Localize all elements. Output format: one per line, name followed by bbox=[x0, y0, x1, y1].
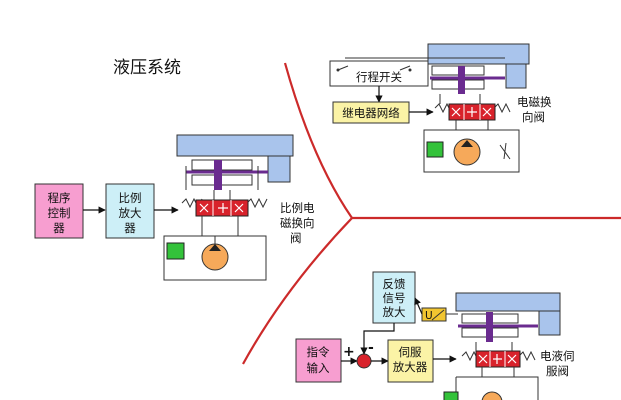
servo-amplifier-label-1: 伺服 bbox=[399, 345, 422, 359]
relay-valve-label-2: 向阀 bbox=[522, 110, 545, 124]
program-controller-box bbox=[34, 183, 84, 239]
proportional-system: 程序 控制 器 比例 放大 器 bbox=[34, 134, 315, 281]
relay-check-valve-icon bbox=[426, 141, 444, 158]
relay-valve-label-1: 电磁换 bbox=[517, 95, 552, 109]
command-input-box bbox=[295, 338, 342, 383]
servo-valve-icon bbox=[461, 350, 536, 368]
relay-cylinder-arm bbox=[505, 63, 527, 89]
servo-system: 反馈 信号 放大 U 指令 输入 + - 伺服 放大器 bbox=[295, 271, 575, 400]
servo-cylinder-body bbox=[455, 292, 561, 312]
servo-check-valve-icon bbox=[443, 391, 459, 400]
plus-sign: + bbox=[343, 344, 355, 360]
proportional-piston-rod bbox=[214, 160, 222, 190]
proportional-valve-label-2: 磁换向 bbox=[280, 216, 315, 230]
servo-pump-icon bbox=[481, 391, 503, 400]
sensor-to-feedback-arrow bbox=[414, 297, 423, 315]
proportional-valve-label-3: 阀 bbox=[290, 231, 302, 245]
program-controller-label-1: 程序 bbox=[48, 191, 71, 205]
relay-system: 行程开关 继电器网络 bbox=[329, 43, 552, 173]
command-input-label-2: 输入 bbox=[307, 361, 330, 375]
proportional-amplifier-box bbox=[105, 183, 155, 239]
proportional-amplifier-label-2: 放大 bbox=[119, 206, 142, 220]
diagram-title: 液压系统 bbox=[113, 58, 181, 78]
relay-cylinder-body bbox=[427, 43, 530, 65]
proportional-valve-label-1: 比例电 bbox=[280, 201, 315, 215]
limit-switch-box bbox=[329, 60, 429, 87]
feedback-amplifier-label-2: 信号 bbox=[383, 291, 406, 305]
servo-amplifier-box bbox=[387, 339, 434, 383]
servo-amplifier-label-2: 放大器 bbox=[393, 360, 428, 374]
summing-junction-icon bbox=[356, 353, 372, 369]
feedback-amplifier-label-1: 反馈 bbox=[383, 277, 406, 291]
proportional-cylinder-body bbox=[176, 134, 294, 157]
relay-valve-icon bbox=[434, 102, 511, 121]
relay-pump-icon bbox=[453, 138, 481, 166]
relay-network-label: 继电器网络 bbox=[342, 106, 400, 120]
proportional-amplifier-label-3: 器 bbox=[124, 221, 136, 235]
program-controller-label-2: 控制 bbox=[48, 206, 71, 220]
relay-throttle-icon bbox=[499, 142, 511, 160]
proportional-amplifier-label-1: 比例 bbox=[119, 191, 142, 205]
feedback-amplifier-label-3: 放大 bbox=[383, 305, 406, 319]
feedback-to-sum-arrow bbox=[360, 323, 395, 355]
sensor-mark: U bbox=[425, 310, 433, 322]
servo-cylinder-arm bbox=[538, 310, 561, 336]
limit-switch-label: 行程开关 bbox=[356, 70, 402, 84]
minus-sign: - bbox=[368, 340, 374, 356]
relay-piston-rod bbox=[458, 66, 465, 94]
proportional-check-valve-icon bbox=[166, 242, 185, 260]
proportional-valve-icon bbox=[181, 197, 268, 217]
program-controller-label-3: 器 bbox=[53, 221, 65, 235]
proportional-cylinder-arm bbox=[267, 155, 291, 183]
servo-valve-label-2: 服阀 bbox=[546, 364, 569, 378]
command-input-label-1: 指令 bbox=[307, 345, 330, 359]
section-dividers bbox=[242, 62, 621, 365]
servo-valve-label-1: 电液伺 bbox=[540, 349, 575, 363]
